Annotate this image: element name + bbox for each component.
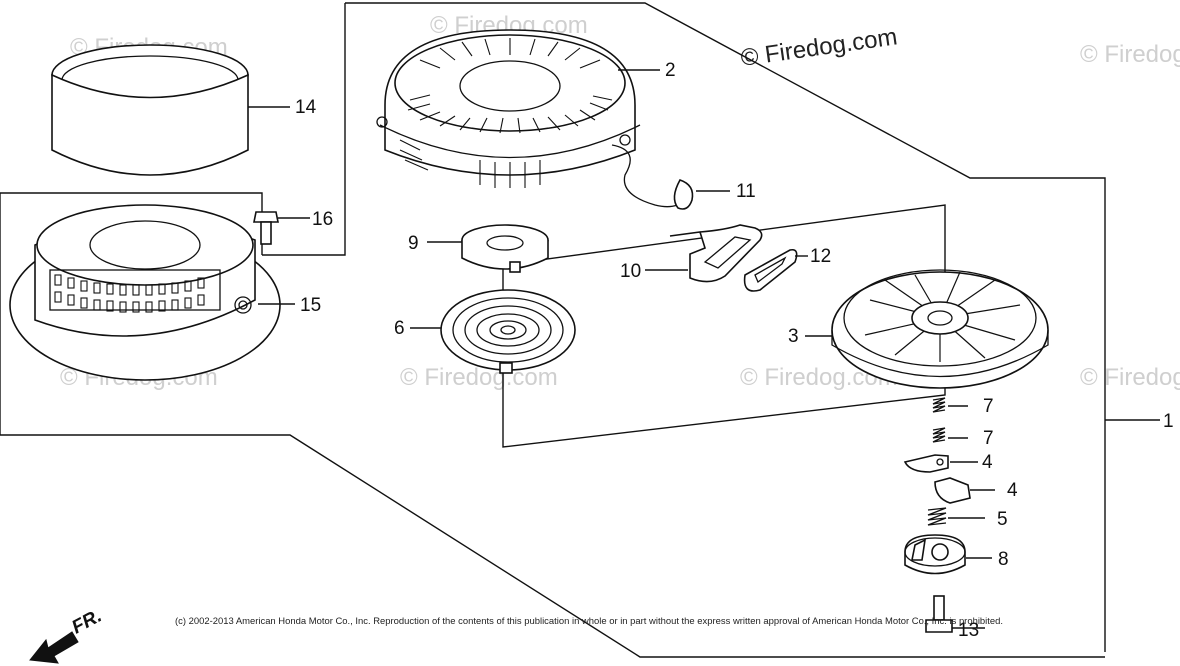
watermark: © Firedog.com — [1080, 364, 1180, 391]
part-5-spring — [927, 507, 985, 526]
part-8-friction-plate — [904, 534, 992, 575]
part-16-bolt — [253, 211, 310, 245]
callout-3: 3 — [788, 326, 799, 347]
callout-15: 15 — [300, 295, 321, 316]
watermark: © Firedog.com — [400, 364, 558, 391]
part-12-grip — [743, 248, 808, 292]
part-4-ratchet-lower — [934, 477, 995, 504]
part-3-reel — [805, 269, 1049, 389]
part-2-starter-case — [376, 29, 660, 188]
callout-4: 4 — [982, 452, 993, 473]
front-direction-indicator: FR. — [29, 606, 105, 664]
part-6-spring — [410, 289, 576, 374]
watermark-layer: © Firedog.com © Firedog.com © Firedog.co… — [60, 12, 1180, 391]
callout-11: 11 — [736, 181, 756, 202]
callout-1: 1 — [1163, 411, 1174, 432]
callout-5: 5 — [997, 509, 1008, 530]
callout-16: 16 — [312, 209, 333, 230]
callout-14: 14 — [295, 97, 317, 118]
callout-12: 12 — [810, 246, 831, 267]
part-4-ratchet-upper — [903, 454, 978, 473]
part-10-handle — [645, 224, 763, 283]
callout-2: 2 — [665, 60, 676, 81]
front-arrow-icon — [29, 631, 79, 664]
callout-7: 7 — [983, 396, 994, 417]
callout-9: 9 — [408, 233, 419, 254]
copyright-notice: (c) 2002-2013 American Honda Motor Co., … — [175, 616, 1003, 626]
part-7-spring-lower — [932, 427, 968, 443]
watermark: © Firedog.com — [1080, 41, 1180, 68]
part-14-band — [51, 44, 290, 176]
callout-10: 10 — [620, 261, 641, 282]
assembly-outline — [0, 2, 1160, 658]
callout-4: 4 — [1007, 480, 1018, 501]
part-15-cover — [9, 204, 295, 381]
front-label: FR. — [68, 606, 105, 639]
part-9-guide — [427, 224, 549, 273]
callout-13: 13 — [958, 620, 979, 641]
part-11-rope — [611, 144, 730, 210]
callouts: 1 2 3 4 4 5 6 7 7 8 9 10 11 12 13 14 15 … — [295, 60, 1174, 641]
brand-watermark: © Firedog.com — [739, 23, 899, 72]
part-7-spring-upper — [932, 397, 968, 413]
callout-7: 7 — [983, 428, 994, 449]
callout-6: 6 — [394, 318, 405, 339]
callout-8: 8 — [998, 549, 1009, 570]
part-13-bolt — [925, 595, 985, 633]
